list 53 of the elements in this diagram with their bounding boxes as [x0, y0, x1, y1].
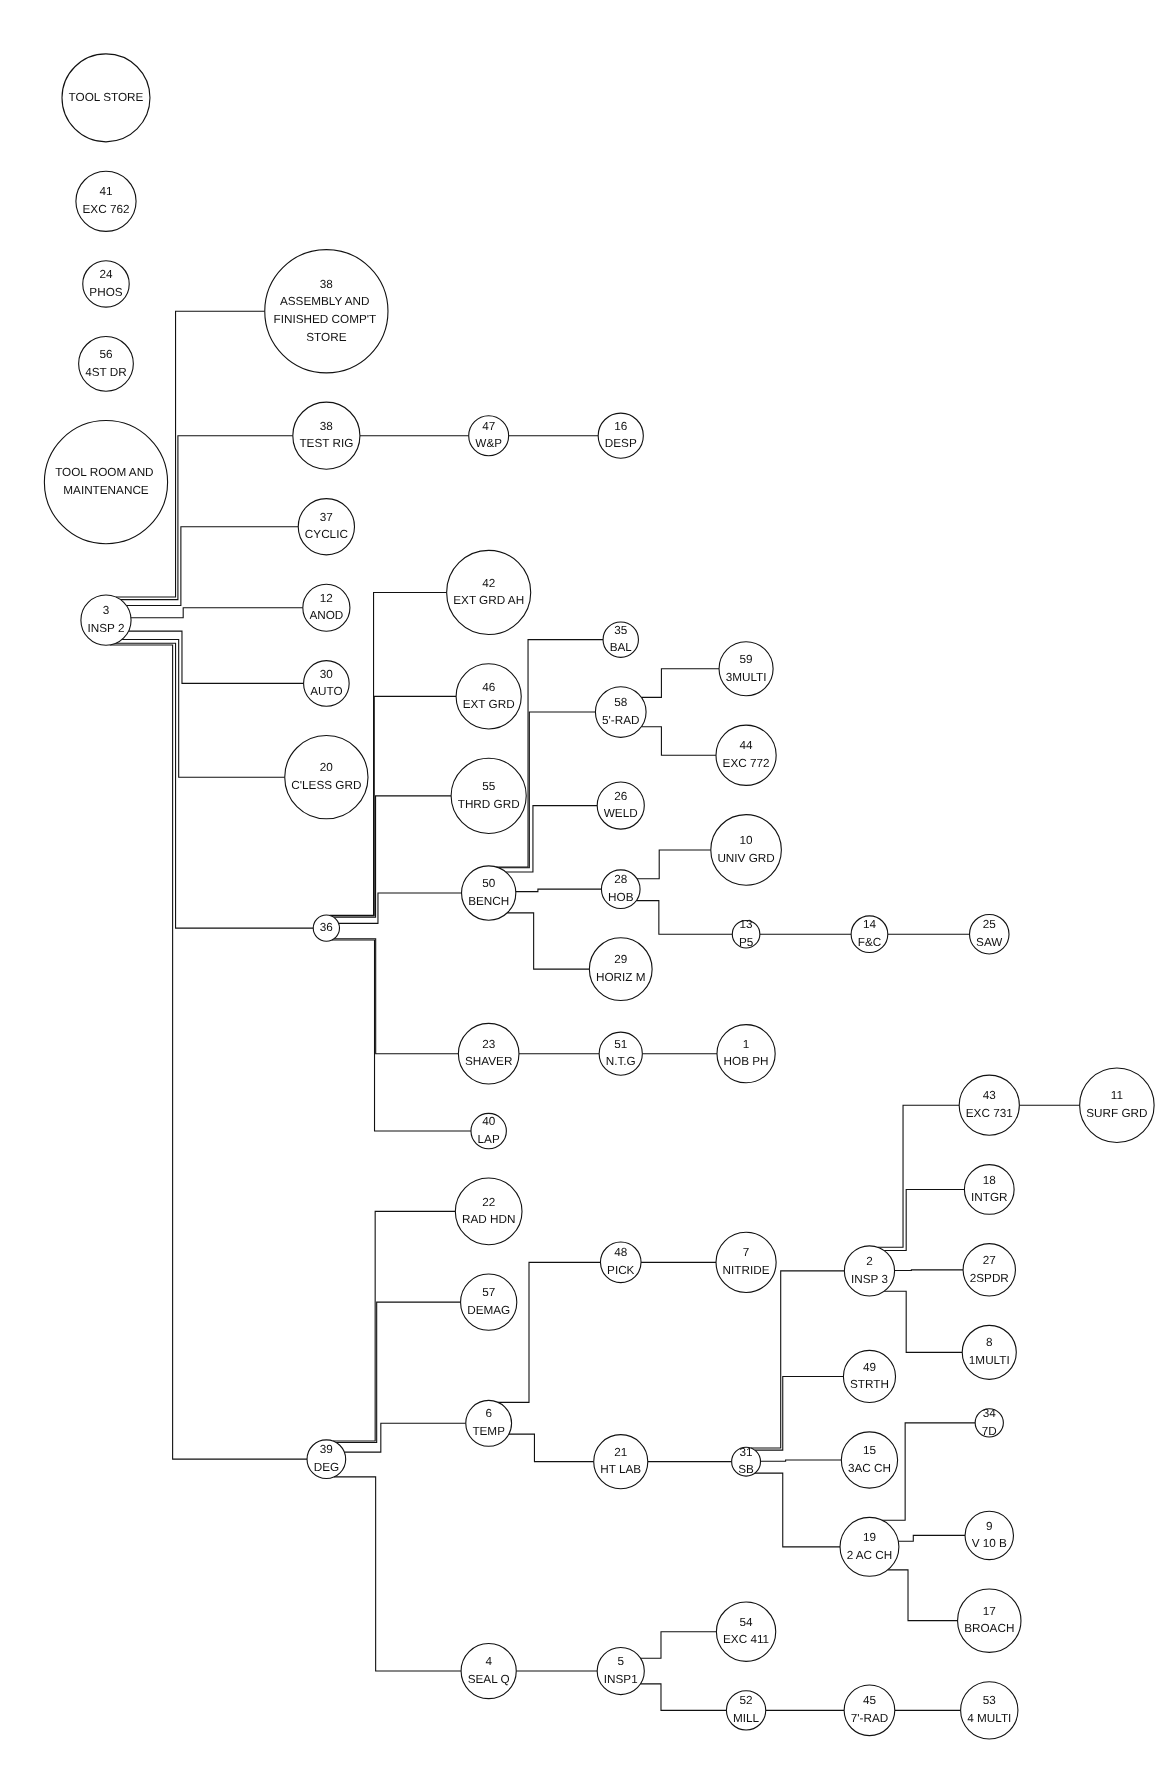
- connector: [109, 644, 308, 1461]
- connector: [639, 1631, 717, 1660]
- connector: [505, 805, 598, 874]
- connector: [331, 940, 472, 1133]
- connector: [877, 1105, 960, 1249]
- connector: [883, 1291, 963, 1354]
- connector: [894, 1710, 962, 1712]
- connector: [515, 889, 602, 893]
- connector: [518, 1053, 600, 1055]
- connector: [125, 526, 299, 607]
- connector: [115, 311, 266, 599]
- connector: [750, 1270, 845, 1450]
- connector: [887, 1569, 959, 1622]
- connector: [508, 1434, 595, 1463]
- connector: [1018, 1105, 1081, 1107]
- connector: [333, 938, 459, 1055]
- connector: [765, 1710, 845, 1712]
- connector: [330, 696, 457, 917]
- connector: [119, 435, 294, 601]
- connector: [887, 934, 971, 936]
- connector: [495, 639, 604, 869]
- connector: [640, 668, 720, 699]
- connector: [508, 435, 599, 437]
- connector: [332, 1211, 456, 1443]
- connector: [333, 795, 452, 919]
- connector: [130, 607, 304, 619]
- connector: [641, 1053, 718, 1055]
- connector: [639, 1683, 727, 1712]
- connector: [894, 1269, 964, 1272]
- connector: [335, 1302, 462, 1444]
- connector: [515, 1671, 598, 1673]
- connector: [127, 631, 305, 685]
- connector: [497, 1262, 601, 1404]
- connector: [881, 1422, 976, 1522]
- connector: [635, 900, 733, 936]
- connector: [640, 1262, 717, 1264]
- connector: [498, 712, 596, 869]
- connector: [359, 435, 470, 437]
- connector: [115, 643, 314, 930]
- connector: [506, 912, 590, 971]
- connector: [640, 726, 717, 757]
- connector: [754, 1376, 844, 1452]
- connector: [333, 1476, 462, 1673]
- connector: [338, 893, 463, 925]
- connector: [759, 1460, 842, 1463]
- connector: [883, 1189, 965, 1252]
- connector: [636, 849, 712, 880]
- connector: [121, 639, 286, 779]
- connector: [647, 1461, 733, 1463]
- connector: [897, 1535, 966, 1543]
- connector: [343, 1423, 467, 1454]
- connector: [754, 1473, 841, 1548]
- connector: [759, 934, 852, 936]
